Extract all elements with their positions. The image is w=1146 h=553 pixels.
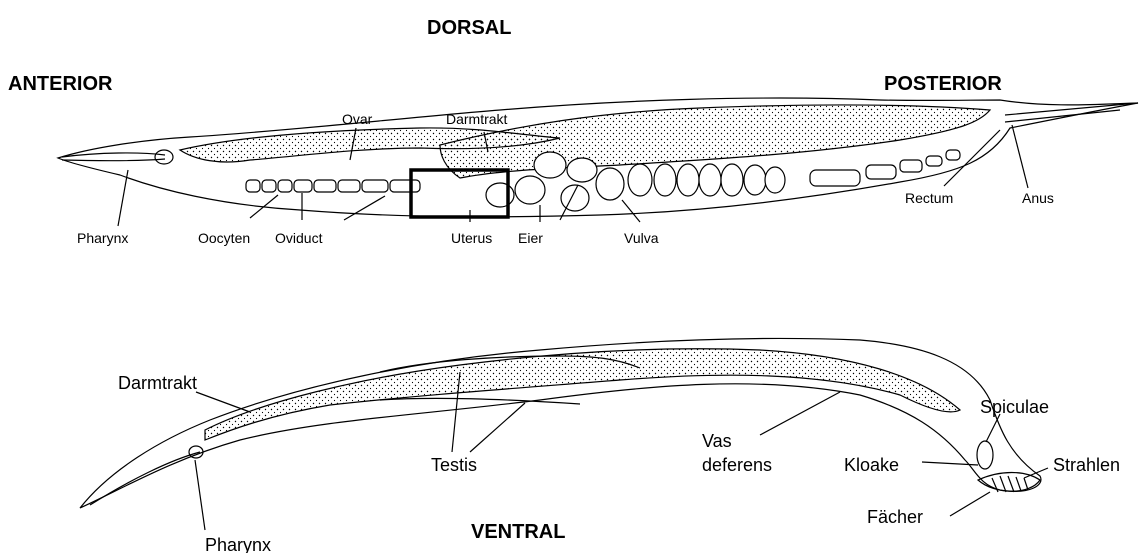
label-anus: Anus [1022, 190, 1054, 206]
label-kloake: Kloake [844, 455, 899, 475]
label-uterus: Uterus [451, 230, 492, 246]
label-spiculae: Spiculae [980, 397, 1049, 417]
male-worm [80, 338, 1048, 530]
leader-spiculae [986, 414, 1000, 442]
pharynx-tube [62, 153, 165, 161]
label-rectum: Rectum [905, 190, 953, 206]
leader-facher [950, 492, 990, 516]
label-ovar: Ovar [342, 111, 373, 127]
pharynx-bulb [155, 150, 173, 164]
oocyte-row [246, 180, 420, 192]
label-oocyten: Oocyten [198, 230, 250, 246]
leader-male-pharynx [195, 460, 205, 530]
label-testis: Testis [431, 455, 477, 475]
male-pharynx-bulb [189, 446, 203, 458]
leader-oviduct-2 [344, 196, 385, 220]
label-strahlen: Strahlen [1053, 455, 1120, 475]
strahlen-rays [992, 476, 1028, 492]
leader-kloake [922, 462, 978, 465]
leader-pharynx [118, 170, 128, 226]
leader-vulva [622, 200, 640, 222]
leader-vas-deferens [760, 392, 840, 435]
label-deferens: deferens [702, 455, 772, 475]
label-vulva: Vulva [624, 230, 659, 246]
hermaphrodite-tail [1005, 103, 1138, 122]
leader-strahlen [1024, 468, 1048, 478]
label-eier: Eier [518, 230, 543, 246]
label-facher: Fächer [867, 507, 923, 527]
leader-anus [1012, 125, 1028, 188]
leader-testis-2 [470, 403, 525, 452]
spiculae-shape [977, 441, 993, 469]
hermaphrodite-worm [58, 98, 1138, 226]
label-darmtrakt-top: Darmtrakt [446, 111, 508, 127]
label-pharynx-top: Pharynx [77, 230, 128, 246]
label-vas: Vas [702, 431, 732, 451]
label-male-pharynx: Pharynx [205, 535, 271, 553]
label-male-darmtrakt: Darmtrakt [118, 373, 197, 393]
label-oviduct: Oviduct [275, 230, 323, 246]
leader-male-darmtrakt [196, 392, 250, 412]
posterior-oocytes [810, 150, 960, 186]
